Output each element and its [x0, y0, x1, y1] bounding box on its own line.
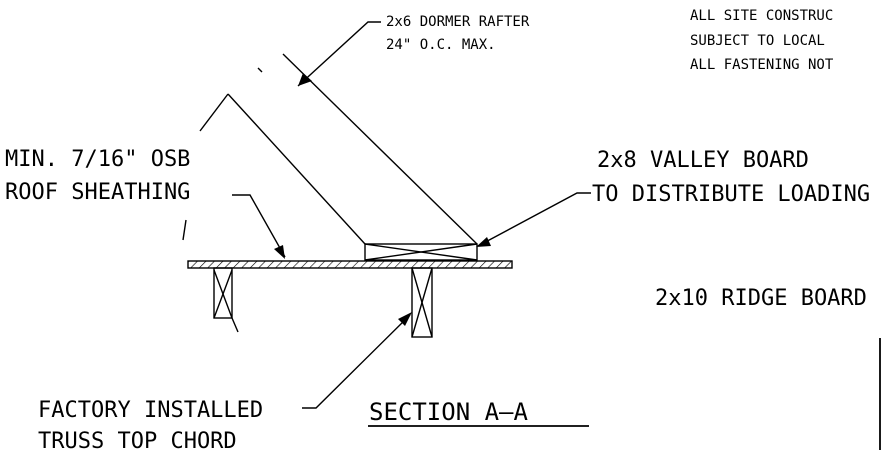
- section-title: SECTION A–A: [369, 398, 528, 426]
- note-line-3: ALL FASTENING NOT: [690, 57, 834, 73]
- roof-sheathing: [187, 260, 513, 269]
- truss-label-line-2: TRUSS TOP CHORD: [38, 429, 237, 450]
- rafter-label-line-2: 24" O.C. MAX.: [386, 37, 496, 53]
- ridge-label: 2x10 RIDGE BOARD: [655, 286, 867, 311]
- dormer-rafter: [182, 53, 478, 245]
- valley-leader: [476, 192, 591, 247]
- note-line-2: SUBJECT TO LOCAL: [690, 33, 825, 49]
- valley-label-line-2: TO DISTRIBUTE LOADING: [592, 182, 870, 207]
- valley-board: [364, 243, 478, 261]
- truss-leader: [302, 312, 412, 409]
- rafter-label-line-1: 2x6 DORMER RAFTER: [386, 14, 530, 30]
- sheathing-label-line-1: MIN. 7/16" OSB: [5, 147, 190, 172]
- rafter-leader: [297, 21, 381, 87]
- sheathing-label-line-2: ROOF SHEATHING: [5, 180, 190, 205]
- truss-chord-left: [213, 267, 239, 333]
- truss-label-line-1: FACTORY INSTALLED: [38, 398, 263, 423]
- valley-label-line-1: 2x8 VALLEY BOARD: [597, 148, 809, 173]
- truss-chord-center: [411, 267, 433, 338]
- note-line-1: ALL SITE CONSTRUC: [690, 8, 833, 24]
- sheathing-leader: [232, 194, 286, 259]
